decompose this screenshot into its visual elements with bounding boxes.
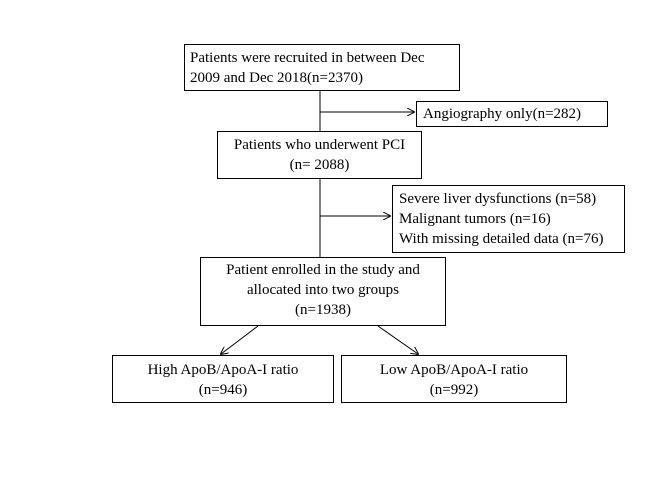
low-ratio-group-box: Low ApoB/ApoA-I ratio (n=992) [341, 355, 567, 403]
pci-text-line1: Patients who underwent PCI [233, 137, 406, 153]
enrolled-box: Patient enrolled in the study and alloca… [200, 257, 446, 326]
high-ratio-group-box: High ApoB/ApoA-I ratio (n=946) [112, 355, 334, 403]
high-group-label: High ApoB/ApoA-I ratio [147, 362, 299, 378]
angiography-text: Angiography only(n=282) [423, 106, 582, 122]
low-group-count: (n=992) [429, 382, 479, 398]
exclusion-tumors: Malignant tumors (n=16) [399, 211, 551, 227]
enrolled-text-line3: (n=1938) [295, 302, 351, 318]
arrow-to-high-group [221, 325, 259, 354]
pci-box: Patients who underwent PCI (n= 2088) [217, 131, 422, 179]
high-group-count: (n=946) [198, 382, 248, 398]
recruited-text-line2: 2009 and Dec 2018(n=2370) [190, 70, 364, 86]
exclusion-liver: Severe liver dysfunctions (n=58) [399, 191, 597, 207]
low-group-label: Low ApoB/ApoA-I ratio [379, 362, 529, 378]
arrow-to-low-group [377, 325, 418, 354]
pci-text-line2: (n= 2088) [289, 157, 350, 173]
exclusion-missing-data: With missing detailed data (n=76) [399, 231, 604, 247]
enrolled-text-line1: Patient enrolled in the study and [226, 262, 420, 278]
exclusion-criteria-box: Severe liver dysfunctions (n=58) Maligna… [392, 185, 625, 253]
enrolled-text-line2: allocated into two groups [246, 282, 400, 298]
recruited-box: Patients were recruited in between Dec 2… [184, 44, 460, 91]
angiography-only-box: Angiography only(n=282) [416, 101, 608, 127]
recruited-text-line1: Patients were recruited in between Dec [190, 50, 425, 66]
